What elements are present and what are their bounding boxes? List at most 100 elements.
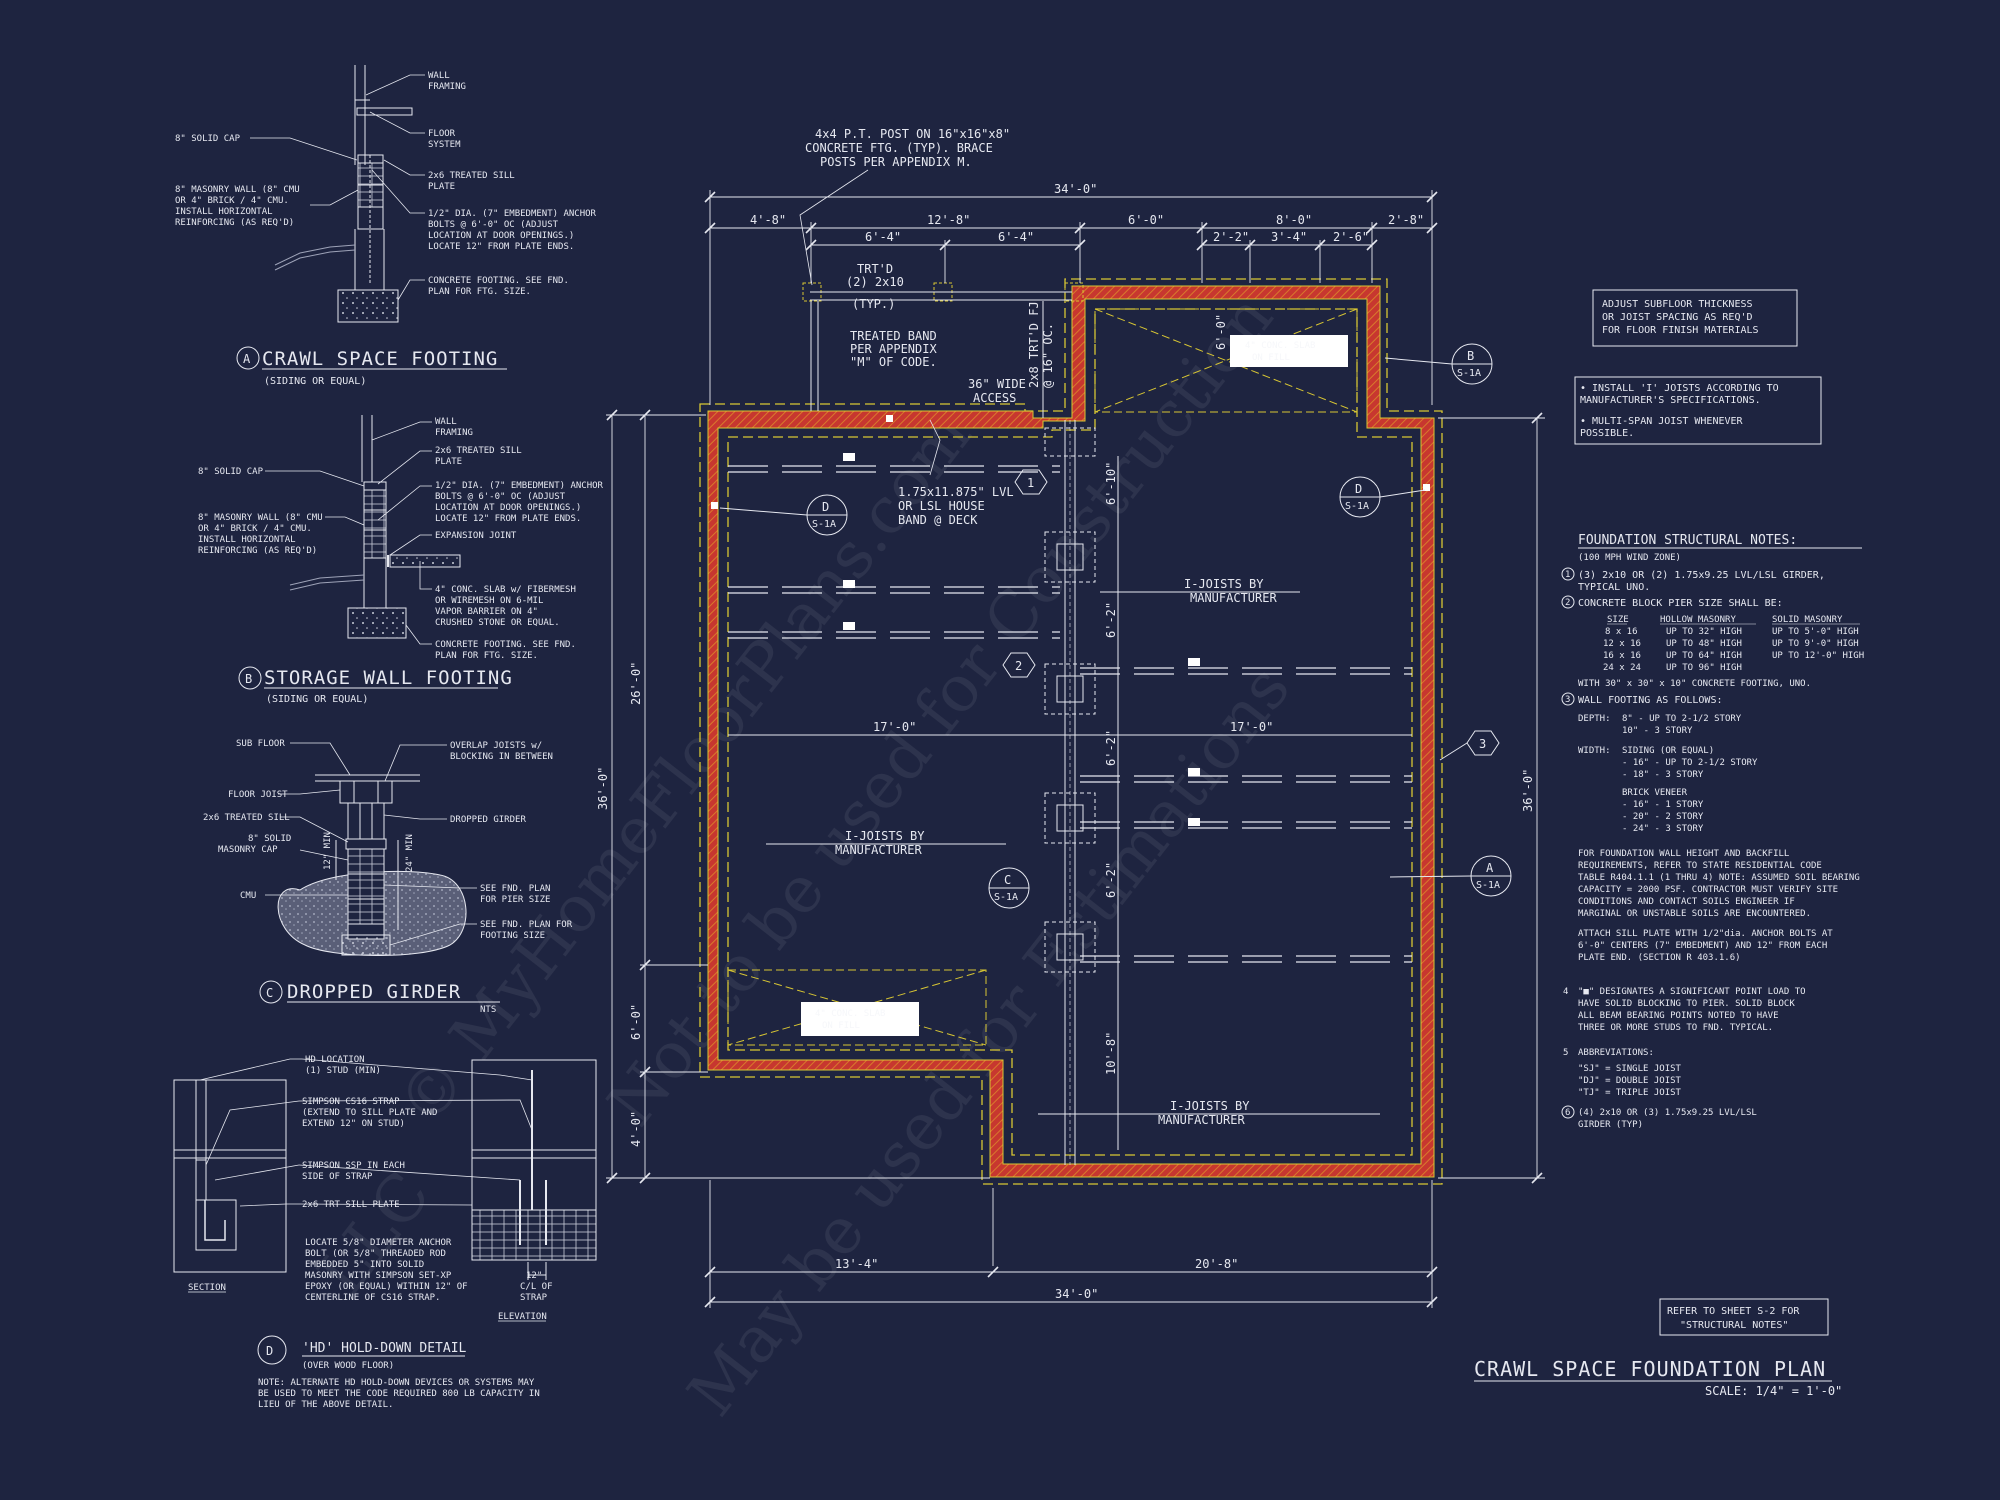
c-note: CMU [240,891,256,901]
note-4: THREE OR MORE STUDS TO FND. TYPICAL. [1578,1023,1773,1033]
c-note: DROPPED GIRDER [450,815,526,825]
svg-text:6: 6 [1565,1108,1570,1118]
detail-d-title-text: 'HD' HOLD-DOWN DETAIL [302,1341,467,1356]
detail-d-leaders [199,1058,533,1207]
joist-note: • INSTALL 'I' JOISTS ACCORDING TO [1580,383,1779,394]
a-note: 8" MASONRY WALL (8" CMU [175,185,300,195]
section-tag-text: 1 2 3 D S-1A D S-1A C S-1A B S-1A A S-1A [812,349,1500,903]
point-loads [711,415,1430,826]
tag-2: 2 [1015,659,1022,673]
subfloor-note: OR JOIST SPACING AS REQ'D [1602,312,1753,323]
a-note: 8" SOLID CAP [175,134,241,144]
dim-top-r2: 3'-4" [1271,230,1307,244]
tag-c-letter: C [1004,873,1011,887]
subfloor-note-box [1592,289,1798,347]
pier-cell: UP TO 9'-0" HIGH [1772,639,1859,649]
para1: FOR FOUNDATION WALL HEIGHT AND BACKFILL [1578,849,1789,859]
interior-dim: 10'-8" [1104,1032,1118,1075]
refer-note: REFER TO SHEET S-2 FOR [1667,1306,1800,1317]
note-4-num: 4 [1563,987,1568,997]
span-dim-right: 17'-0" [1230,720,1273,734]
d-note: 12" [526,1271,542,1281]
pier-cell: UP TO 64" HIGH [1666,651,1742,661]
a-note: BOLTS @ 6'-0" OC (ADJUST [428,220,559,230]
detail-d-title: D 'HD' HOLD-DOWN DETAIL (OVER WOOD FLOOR… [257,1335,540,1410]
width: - 16" - 1 STORY [1622,800,1704,810]
note-6: (4) 2x10 OR (3) 1.75x9.25 LVL/LSL [1578,1108,1757,1118]
width: - 16" - UP TO 2-1/2 STORY [1622,758,1758,768]
note-4: ALL BEAM BEARING POINTS NOTED TO HAVE [1578,1011,1778,1021]
tag-d-letter: D [822,500,829,514]
lvl-note: BAND @ DECK [898,513,978,527]
dim-left-four: 4'-0" [629,1111,643,1147]
detail-c-subtitle: NTS [480,1005,496,1015]
b-note: 8" SOLID CAP [198,467,264,477]
ijoists-label: I-JOISTS BY [1184,577,1264,591]
notes-heading: FOUNDATION STRUCTURAL NOTES: [1578,533,1797,548]
b-note: LOCATION AT DOOR OPENINGS.) [435,503,581,513]
detail-a-leaders [250,74,425,301]
b-note: WALL [435,417,457,427]
conc-fill-text: ON FILL [822,1021,860,1031]
svg-text:3: 3 [1565,695,1570,705]
detail-a-title: A CRAWL SPACE FOOTING (SIDING OR EQUAL) [236,346,507,387]
a-note: 2x6 TREATED SILL [428,171,515,181]
width: BRICK VENEER [1622,788,1688,798]
trtd-label: (2) 2x10 [846,275,904,289]
detail-d-note-line: NOTE: ALTERNATE HD HOLD-DOWN DEVICES OR … [258,1378,535,1388]
d-note: EXTEND 12" ON STUD) [302,1119,405,1129]
note-6: GIRDER (TYP) [1578,1120,1643,1130]
piers [1044,427,1096,973]
note-4: "■" DESIGNATES A SIGNIFICANT POINT LOAD … [1578,987,1806,997]
conc-fill-text: ON FILL [1252,353,1290,363]
joist-note: POSSIBLE. [1580,428,1634,439]
c-note: 8" SOLID [248,834,291,844]
note-2: CONCRETE BLOCK PIER SIZE SHALL BE: [1578,598,1783,609]
dim-bottom-left: 13'-4" [835,1257,878,1271]
conc-fill-label-box-2 [801,1002,919,1036]
detail-b-storage-wall-footing [289,415,461,639]
dimension-lines [606,190,1545,1308]
dim-top-mid: 12'-8" [927,213,970,227]
pier-cell: UP TO 96" HIGH [1666,663,1742,673]
interior-dim: 6'-0" [1214,314,1228,350]
detail-d-subtitle: (OVER WOOD FLOOR) [302,1361,394,1371]
footing-outline-inner [727,308,1413,1156]
detail-b-leaders [265,421,432,645]
c-note: FLOOR JOIST [228,790,288,800]
section-tags [719,343,1512,909]
pier-cell: 12 x 16 [1603,639,1641,649]
dim-top-overall: 34'-0" [1054,182,1097,196]
dim-left-six: 6'-0" [629,1004,643,1040]
a-note: FLOOR [428,129,456,139]
foundation-wall [707,285,1435,1178]
a-note: 1/2" DIA. (7" EMBEDMENT) ANCHOR [428,209,597,219]
notes-wind: (100 MPH WIND ZONE) [1578,553,1681,563]
detail-d-note-line: BE USED TO MEET THE CODE REQUIRED 800 LB… [258,1389,540,1399]
detail-c-title-text: DROPPED GIRDER [287,981,461,1003]
dim-top-r3: 2'-6" [1333,230,1369,244]
post-callout: 4x4 P.T. POST ON 16"x16"x8" [815,127,1010,141]
dim-left-overall: 36'-0" [596,767,610,810]
tag-1: 1 [1027,476,1034,490]
width: - 20" - 2 STORY [1622,812,1704,822]
d-note: (1) STUD (MIN) [305,1066,381,1076]
c-note: BLOCKING IN BETWEEN [450,752,553,762]
a-note: LOCATE 12" FROM PLATE ENDS. [428,242,574,252]
trtd-fj-label: 2x8 TRT'D FJ [1027,301,1041,388]
para1: TABLE R404.1.1 (1 THRU 4) NOTE: ASSUMED … [1578,873,1860,883]
b-note: PLAN FOR FTG. SIZE. [435,651,538,661]
note-5-num: 5 [1563,1048,1568,1058]
para1: CAPACITY = 2000 PSF. CONTRACTOR MUST VER… [1578,885,1838,895]
b-note: 2x6 TREATED SILL [435,446,522,456]
lvl-note: 1.75x11.875" LVL [898,485,1014,499]
foundation-plan: 4" CONC. SLAB ON FILL 4" CONC. SLAB ON F… [699,278,1443,1185]
b-note: REINFORCING (AS REQ'D) [198,546,317,556]
para1: CONDITIONS AND CONTACT SOILS ENGINEER IF [1578,897,1795,907]
b-note: INSTALL HORIZONTAL [198,535,296,545]
width: - 24" - 3 STORY [1622,824,1704,834]
c-note: FOOTING SIZE [480,931,545,941]
detail-a-subtitle: (SIDING OR EQUAL) [264,376,366,387]
tag-d2-sheet: S-1A [1345,501,1369,512]
joist-note: MANUFACTURER'S SPECIFICATIONS. [1580,395,1761,406]
